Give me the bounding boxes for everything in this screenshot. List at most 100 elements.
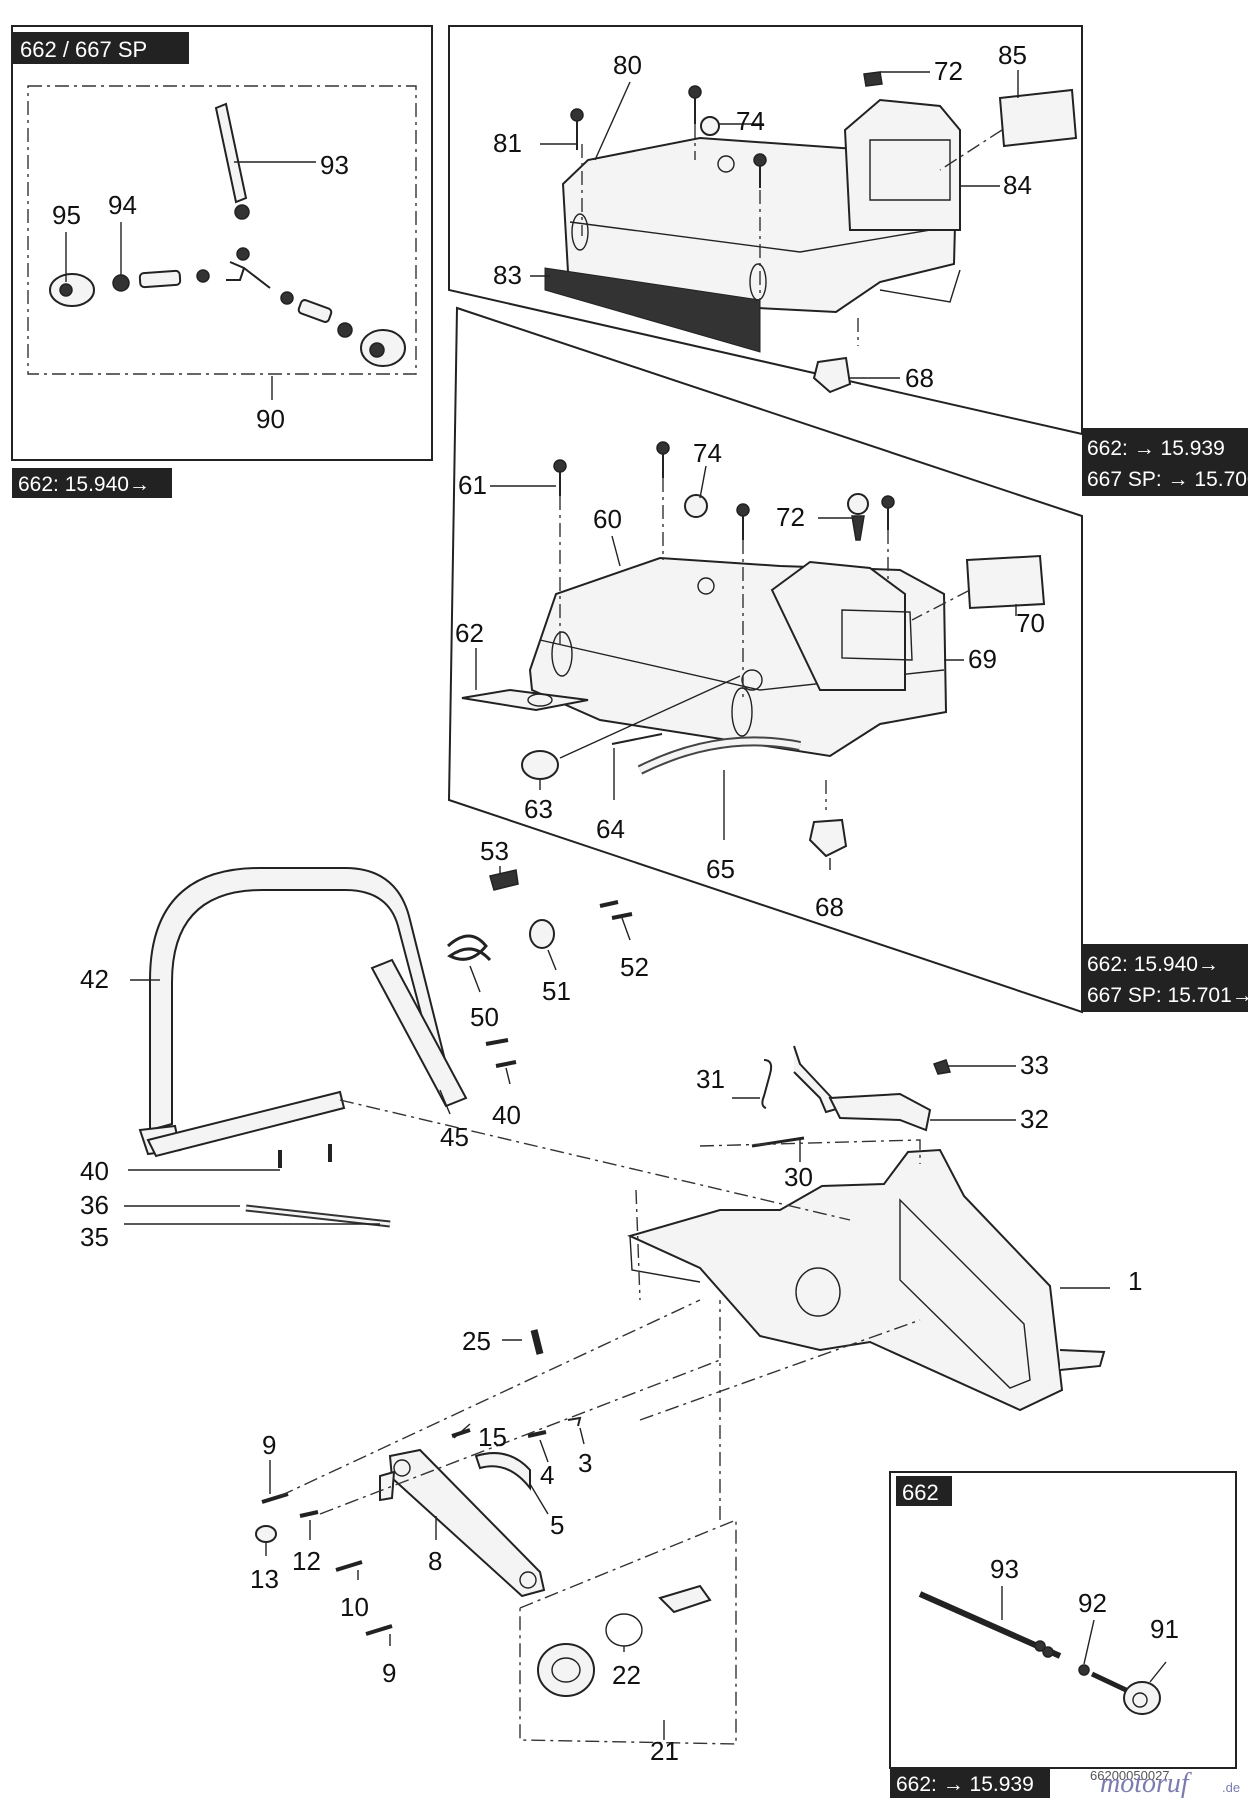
label-30: 30: [784, 1162, 813, 1192]
label-5: 5: [550, 1510, 564, 1540]
screws-new: [553, 441, 895, 541]
box-tag-label: 662: [902, 1480, 939, 1505]
serial-tag: [12, 468, 172, 498]
box-fuel-line-662: 662 93 92 91 662: → 15.939: [889, 1471, 1237, 1798]
label-40: 40: [492, 1100, 521, 1130]
serial-range-line1: 662: 15.940→: [1087, 953, 1219, 976]
label-12: 12: [292, 1546, 321, 1576]
box-frame: [11, 25, 433, 461]
tube-short: [611, 733, 663, 745]
label-8: 8: [428, 1546, 442, 1576]
main-housing: [627, 1148, 1064, 1412]
handle-bracket: [146, 1090, 346, 1158]
label-42: 42: [80, 964, 109, 994]
label-10: 10: [340, 1592, 369, 1622]
label-69: 69: [968, 644, 997, 674]
o-ring: [605, 1613, 643, 1647]
serial-tag: [1082, 428, 1248, 496]
box-shroud-old: 81 80 72 74 85 84 83 68 662: → 15.939 66…: [448, 25, 1258, 496]
buffer-51: [529, 919, 555, 949]
box-tag-label: 662 / 667 SP: [20, 37, 147, 62]
label-1: 1: [1128, 1266, 1142, 1296]
label-93: 93: [990, 1554, 1019, 1584]
label-sticker: [965, 554, 1046, 610]
part-25: [530, 1329, 544, 1355]
label-70: 70: [1016, 608, 1045, 638]
box-shroud-new: 61 74 60 72 62 70 69 63 64 65 68 662: 15…: [447, 306, 1253, 1014]
label-72: 72: [934, 56, 963, 86]
part-5: [474, 1452, 531, 1491]
label-93: 93: [320, 150, 349, 180]
label-63: 63: [524, 794, 553, 824]
label-3: 3: [578, 1448, 592, 1478]
label-92: 92: [1078, 1588, 1107, 1618]
serial-range: 662: → 15.939: [896, 1773, 1034, 1796]
label-61: 61: [458, 470, 487, 500]
cap-strap: [658, 1584, 712, 1614]
label-81: 81: [493, 128, 522, 158]
serial-range-line2: 667 SP: 15.701→: [1087, 984, 1253, 1007]
label-15: 15: [478, 1422, 507, 1452]
label-35: 35: [80, 1222, 109, 1252]
label-95: 95: [52, 200, 81, 230]
label-68: 68: [905, 363, 934, 393]
part-12: [299, 1510, 319, 1518]
drawing-code: 66200050027: [1090, 1768, 1170, 1783]
screw-9b: [365, 1624, 393, 1636]
front-handle-group: 42 53 52 51 50 45 40 40 36 35: [80, 836, 649, 1252]
label-62: 62: [455, 618, 484, 648]
fuel-cap: [537, 1643, 595, 1697]
label-4: 4: [540, 1460, 554, 1490]
assembly-boundary: [27, 85, 417, 375]
label-36: 36: [80, 1190, 109, 1220]
fuel-line-assembly: [49, 102, 406, 367]
label-68: 68: [815, 892, 844, 922]
label-85: 85: [998, 40, 1027, 70]
label-32: 32: [1020, 1104, 1049, 1134]
label-50: 50: [470, 1002, 499, 1032]
serial-range-line1: 662: → 15.939: [1087, 437, 1225, 460]
main-housing-group: 31 33 32 30 1 25: [339, 1045, 1142, 1412]
label-90: 90: [256, 404, 285, 434]
label-72: 72: [776, 502, 805, 532]
label-91: 91: [1150, 1614, 1179, 1644]
label-21: 21: [650, 1736, 679, 1766]
shroud-old-drawing: [544, 98, 961, 353]
label-80: 80: [613, 50, 642, 80]
lower-parts-group: 9 15 4 3 13 12 8 5 10 9 22 21: [250, 1299, 921, 1766]
serial-range-line2: 667 SP: → 15.700: [1087, 468, 1258, 491]
label-22: 22: [612, 1660, 641, 1690]
box-fuel-line-kit: 662 / 667 SP 93 94 95 90 662:: [11, 25, 433, 498]
box-tag: [12, 32, 189, 64]
assembly-boundary: [519, 1518, 737, 1745]
serial-tag: [1082, 944, 1248, 1012]
watermark: motoruf: [1100, 1768, 1192, 1799]
serial-tag: [890, 1768, 1050, 1798]
spring-31: [761, 1059, 773, 1109]
grommet: [812, 356, 852, 394]
label-31: 31: [696, 1064, 725, 1094]
label-51: 51: [542, 976, 571, 1006]
shroud-new-drawing: [528, 556, 948, 758]
part-33: [933, 1059, 951, 1075]
throttle-trigger: [828, 1092, 932, 1132]
label-40: 40: [80, 1156, 109, 1186]
box-tag: [896, 1476, 952, 1506]
label-9: 9: [262, 1430, 276, 1460]
label-25: 25: [462, 1326, 491, 1356]
label-53: 53: [480, 836, 509, 866]
label-94: 94: [108, 190, 137, 220]
label-83: 83: [493, 260, 522, 290]
screw-10: [335, 1560, 363, 1572]
watermark-suffix: .de: [1222, 1780, 1240, 1795]
label-sticker: [998, 88, 1078, 148]
screws-old: [570, 71, 883, 188]
label-52: 52: [620, 952, 649, 982]
fuel-line-662-assembly: [918, 1591, 1161, 1715]
label-13: 13: [250, 1564, 279, 1594]
label-65: 65: [706, 854, 735, 884]
serial-range: 662: 15.940→: [18, 473, 150, 496]
front-handle: [149, 867, 452, 1132]
spring: [446, 934, 492, 962]
